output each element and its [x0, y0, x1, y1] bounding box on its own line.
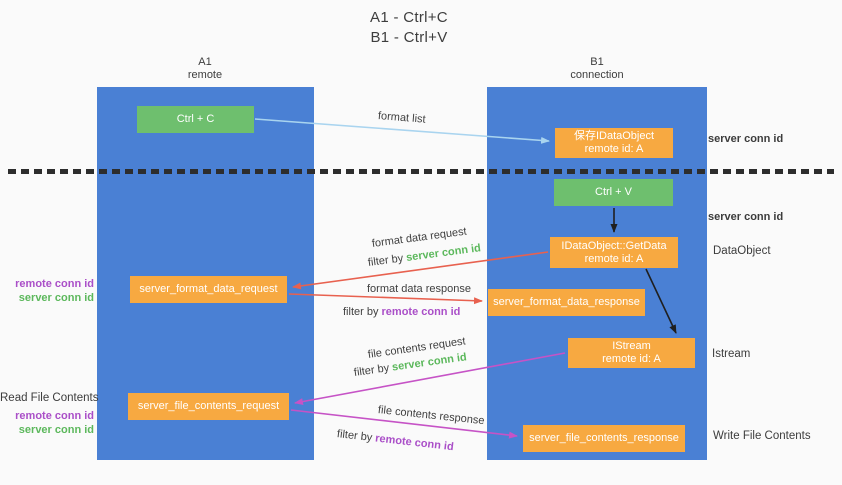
left-label-server-conn-id-bottom: server conn id — [18, 424, 94, 436]
istream-box: IStream remote id: A — [568, 338, 695, 368]
label-filter-by-remote-conn-id-1: filter by remote conn id — [343, 306, 460, 318]
istream-line2: remote id: A — [602, 353, 661, 365]
title-line-1: A1 - Ctrl+C — [370, 9, 448, 26]
filter-by-text-2: filter by — [343, 306, 382, 318]
server-file-contents-response-label: server_file_contents_response — [529, 432, 679, 444]
arrow-file-contents-request — [294, 352, 566, 405]
istream-line1: IStream — [612, 340, 651, 352]
save-idataobject-box: 保存IDataObject remote id: A — [555, 128, 673, 158]
save-idataobject-line1: 保存IDataObject — [573, 130, 655, 142]
left-label-remote-conn-id-top: remote conn id — [15, 278, 94, 290]
title-line-2: B1 - Ctrl+V — [370, 28, 448, 46]
ctrl-c-label: Ctrl + C — [176, 113, 215, 125]
ctrl-c-box: Ctrl + C — [137, 106, 254, 133]
column-b1-role: connection — [570, 69, 624, 81]
right-label-server-conn-id-top: server conn id — [708, 133, 784, 145]
arrow-file-contents-response — [290, 409, 518, 439]
column-header-a1: A1 remote — [145, 56, 265, 82]
server-format-data-response-label: server_format_data_response — [493, 296, 640, 308]
ctrl-v-box: Ctrl + V — [554, 179, 673, 206]
right-label-istream: Istream — [712, 348, 751, 360]
ctrl-v-label: Ctrl + V — [595, 186, 632, 198]
server-file-contents-response-box: server_file_contents_response — [523, 425, 685, 452]
server-file-contents-request-label: server_file_contents_request — [137, 400, 280, 412]
right-label-server-conn-id-mid: server conn id — [708, 211, 784, 223]
left-label-read-file-contents: Read File Contents — [0, 392, 99, 404]
save-idataobject-line2: remote id: A — [584, 143, 644, 155]
column-header-b1: B1 connection — [537, 56, 657, 82]
column-b1-name: B1 — [590, 56, 604, 68]
right-label-dataobject: DataObject — [713, 245, 771, 257]
getdata-line2: remote id: A — [584, 252, 644, 265]
server-format-data-response-box: server_format_data_response — [488, 289, 645, 316]
left-label-server-conn-id-top: server conn id — [18, 292, 94, 304]
arrow-getdata-to-istream — [645, 268, 677, 334]
arrow-format-list — [254, 118, 550, 144]
server-format-data-request-label: server_format_data_request — [139, 283, 278, 295]
right-label-write-file-contents: Write File Contents — [713, 430, 811, 442]
arrow-format-data-response — [288, 293, 483, 305]
idataobject-getdata-box: IDataObject::GetData remote id: A — [550, 237, 678, 268]
left-conn-id-labels-bottom: Read File Contents remote conn id server… — [0, 391, 99, 437]
copy-paste-separator-line — [8, 169, 834, 174]
server-format-data-request-box: server_format_data_request — [130, 276, 287, 303]
left-conn-id-labels-top: remote conn id server conn id — [0, 277, 94, 305]
column-a1-role: remote — [187, 69, 223, 81]
left-label-remote-conn-id-bottom: remote conn id — [15, 410, 94, 422]
label-format-data-response: format data response — [367, 283, 471, 295]
getdata-line1: IDataObject::GetData — [561, 239, 667, 252]
column-a1-name: A1 — [198, 56, 212, 68]
server-file-contents-request-box: server_file_contents_request — [128, 393, 289, 420]
arrow-format-data-request — [292, 251, 549, 290]
page-title: A1 - Ctrl+C B1 - Ctrl+V — [324, 8, 494, 47]
remote-conn-id-text-1: remote conn id — [381, 306, 461, 318]
